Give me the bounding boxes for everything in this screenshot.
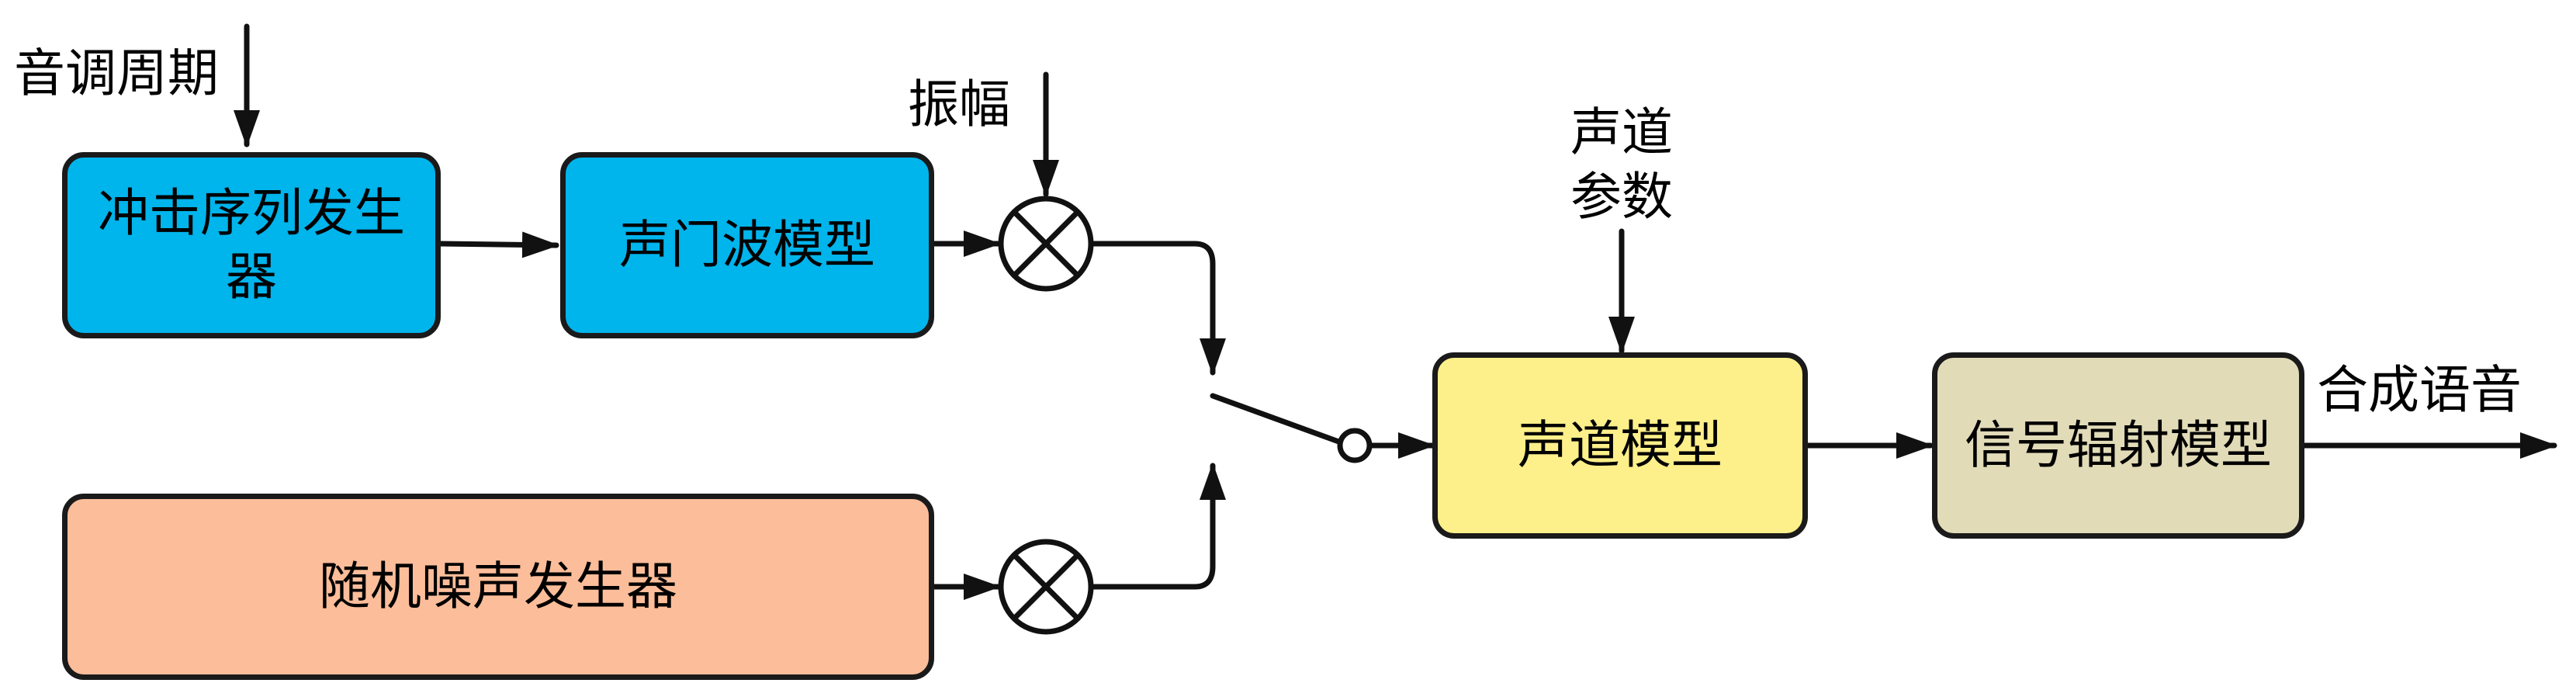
pitch-period-label: 音调周期 xyxy=(14,43,219,103)
vocal-tract-params-line1: 声道 xyxy=(1570,102,1673,162)
vocal-tract-params-line2: 参数 xyxy=(1570,166,1673,227)
noise-generator-label: 随机噪声发生器 xyxy=(319,556,677,616)
lower-branch-line xyxy=(1089,463,1226,590)
vocal-tract-params-label: 声道 参数 xyxy=(1560,101,1684,229)
switch-lever xyxy=(1210,393,1344,446)
pulse-generator-label: 冲击序列发生器 xyxy=(98,182,405,307)
lower-multiplier-icon xyxy=(998,539,1094,635)
glottal-model-label: 声门波模型 xyxy=(619,214,875,275)
noise-generator-block: 随机噪声发生器 xyxy=(62,494,934,680)
glottal-model-block: 声门波模型 xyxy=(560,152,934,338)
amplitude-label: 振幅 xyxy=(908,75,1010,134)
vocal-tract-model-label: 声道模型 xyxy=(1518,414,1723,475)
upper-multiplier-icon xyxy=(998,196,1094,292)
synthesized-speech-label: 合成语音 xyxy=(2317,360,2522,420)
switch-contact-icon xyxy=(1337,428,1373,463)
upper-branch-line xyxy=(1089,241,1226,376)
pulse-to-glottal-arrow xyxy=(438,231,559,258)
radiation-model-label: 信号辐射模型 xyxy=(1965,414,2272,475)
pulse-generator-block: 冲击序列发生器 xyxy=(62,152,441,338)
vocal-tract-model-block: 声道模型 xyxy=(1432,352,1808,539)
radiation-model-block: 信号辐射模型 xyxy=(1932,352,2304,539)
